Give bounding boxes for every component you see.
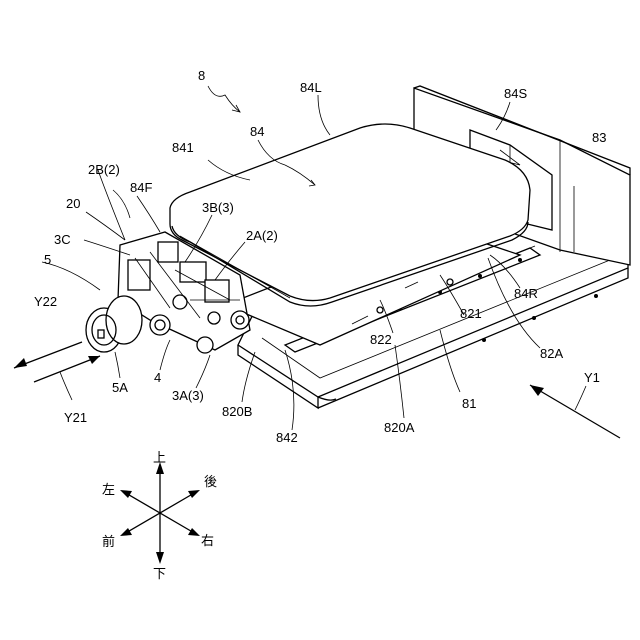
direction-front: 前 — [102, 534, 115, 550]
label-81: 81 — [462, 396, 476, 411]
label-Y22: Y22 — [34, 294, 57, 309]
direction-down: 下 — [153, 567, 166, 582]
direction-right: 右 — [201, 534, 214, 549]
label-84: 84 — [250, 124, 264, 139]
label-5A: 5A — [112, 380, 128, 395]
label-20: 20 — [66, 196, 80, 211]
label-Y21: Y21 — [64, 410, 87, 425]
label-5: 5 — [44, 252, 51, 267]
label-82A: 82A — [540, 346, 563, 361]
label-820B: 820B — [222, 404, 252, 419]
label-4: 4 — [154, 370, 161, 385]
label-84F: 84F — [130, 180, 152, 195]
label-84S: 84S — [504, 86, 527, 101]
label-842: 842 — [276, 430, 298, 445]
label-84L: 84L — [300, 80, 322, 95]
label-3C: 3C — [54, 232, 71, 247]
label-822: 822 — [370, 332, 392, 347]
label-2A: 2A(2) — [246, 228, 278, 243]
label-821: 821 — [460, 306, 482, 321]
label-84R: 84R — [514, 286, 538, 301]
label-820A: 820A — [384, 420, 415, 435]
label-841: 841 — [172, 140, 194, 155]
label-2B: 2B(2) — [88, 162, 120, 177]
direction-back: 後 — [204, 475, 217, 490]
direction-up: 上 — [153, 451, 166, 466]
direction-compass — [120, 462, 200, 564]
motor — [86, 296, 142, 352]
label-8: 8 — [198, 68, 205, 83]
label-Y1: Y1 — [584, 370, 600, 385]
label-83: 83 — [592, 130, 606, 145]
label-3B: 3B(3) — [202, 200, 234, 215]
direction-left: 左 — [102, 483, 115, 498]
label-3A: 3A(3) — [172, 388, 204, 403]
